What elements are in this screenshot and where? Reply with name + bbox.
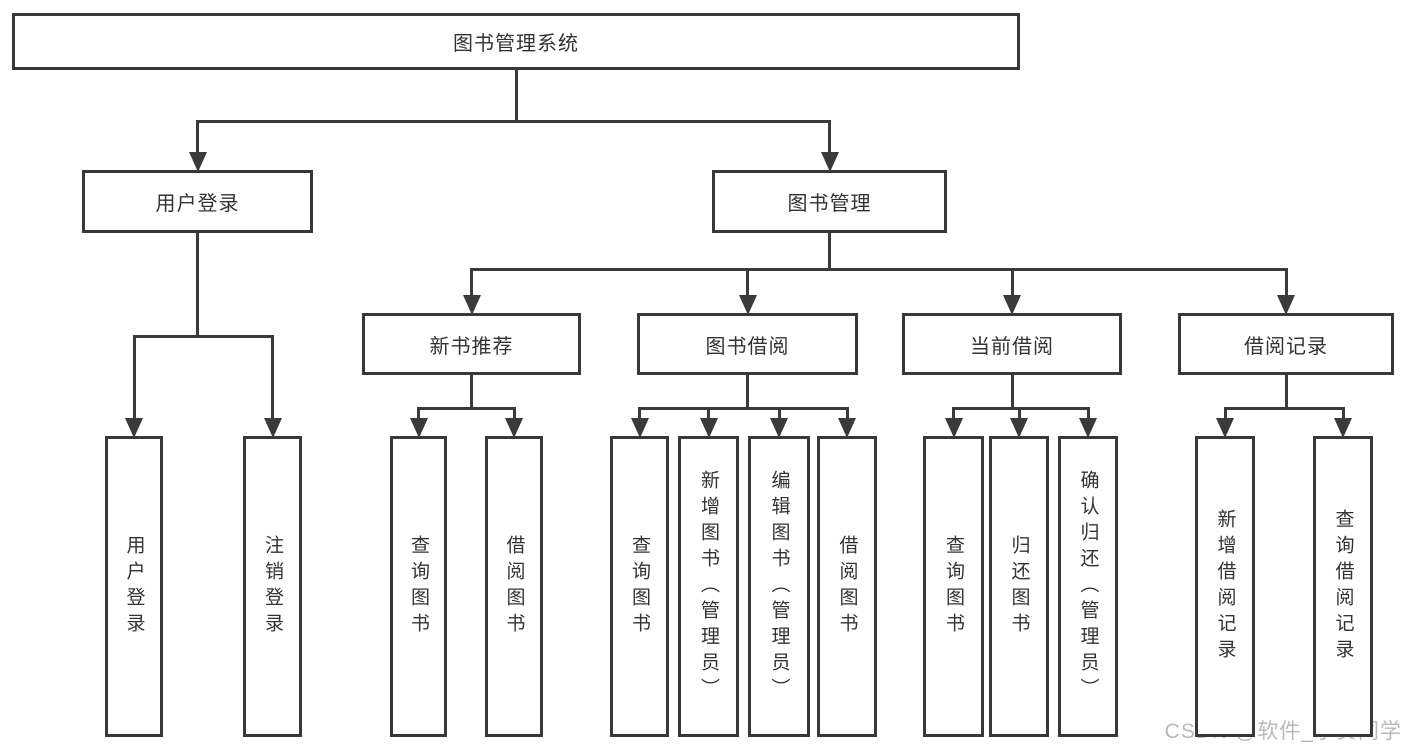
arrowhead-icon-leaf-add-borrow-rec: [1216, 418, 1234, 438]
arrowhead-icon-borrowing-records: [1277, 295, 1295, 315]
connector-drop-borrowing-records: [1284, 268, 1288, 295]
arrowhead-icon-leaf-confirm-return: [1079, 418, 1097, 438]
arrowhead-icon-leaf-logout: [263, 418, 282, 438]
node-label: 借阅图书: [836, 534, 858, 639]
node-label: 查询图书: [408, 534, 429, 639]
arrowhead-icon-book-management: [820, 152, 839, 172]
node-label: 图书借阅: [705, 335, 790, 358]
connector-drop-current-borrowing: [1010, 268, 1014, 295]
node-label: 新增图书（管理员）: [698, 469, 719, 704]
connector-drop-leaf-borrow-books-2: [845, 407, 849, 418]
connector-drop-book-management: [828, 120, 831, 152]
connector-drop-leaf-return-books: [1017, 407, 1021, 418]
node-leaf-query-books-1: 查询图书: [390, 436, 447, 737]
node-new-book-recommend: 新书推荐: [362, 313, 581, 375]
connector-drop-leaf-query-books-3: [952, 407, 955, 418]
node-leaf-query-books-2: 查询图书: [610, 436, 669, 737]
node-leaf-query-books-3: 查询图书: [923, 436, 984, 737]
connector-stub-new-book-recommend: [470, 375, 473, 410]
node-book-management: 图书管理: [712, 170, 947, 233]
connector-drop-new-book-recommend: [470, 268, 473, 295]
node-label: 用户登录: [155, 193, 240, 215]
node-leaf-edit-books: 编辑图书（管理员）: [748, 436, 810, 737]
node-label: 查询图书: [629, 534, 650, 639]
node-label: 编辑图书（管理员）: [768, 469, 790, 704]
connector-stub-root: [514, 70, 518, 123]
node-label: 确认归还（管理员）: [1077, 469, 1099, 704]
node-leaf-query-borrow-rec: 查询借阅记录: [1313, 436, 1373, 737]
arrowhead-icon-leaf-user-login: [125, 418, 143, 438]
arrowhead-icon-leaf-query-books-1: [409, 418, 428, 438]
arrowhead-icon-book-borrowing: [738, 295, 757, 315]
node-book-borrowing: 图书借阅: [637, 313, 858, 375]
connector-drop-leaf-add-borrow-rec: [1223, 407, 1227, 418]
connector-drop-user-login: [196, 120, 199, 152]
connector-drop-leaf-borrow-books-1: [512, 407, 516, 418]
node-label: 借阅图书: [503, 534, 525, 639]
node-leaf-borrow-books-1: 借阅图书: [485, 436, 543, 737]
connector-branch-user-login: [132, 335, 274, 338]
connector-drop-leaf-logout: [271, 335, 274, 418]
connector-branch-borrowing-records: [1223, 407, 1345, 410]
connector-stub-book-management: [828, 233, 831, 271]
connector-stub-borrowing-records: [1284, 375, 1288, 410]
connector-stub-book-borrowing: [746, 375, 749, 410]
arrowhead-icon-new-book-recommend: [462, 295, 481, 315]
connector-drop-leaf-confirm-return: [1086, 407, 1090, 418]
node-current-borrowing: 当前借阅: [902, 313, 1122, 375]
node-leaf-user-login: 用户登录: [105, 436, 163, 737]
connector-drop-leaf-edit-books: [777, 407, 781, 418]
arrowhead-icon-leaf-return-books: [1010, 418, 1028, 438]
node-borrowing-records: 借阅记录: [1178, 313, 1394, 375]
node-label: 图书管理: [787, 193, 872, 215]
node-leaf-borrow-books-2: 借阅图书: [817, 436, 877, 737]
arrowhead-icon-leaf-query-books-3: [944, 418, 963, 438]
connector-drop-leaf-user-login: [132, 335, 136, 418]
connector-branch-root: [196, 120, 831, 123]
node-label: 新书推荐: [429, 335, 514, 358]
arrowhead-icon-leaf-borrow-books-2: [838, 418, 856, 438]
arrowhead-icon-leaf-query-borrow-rec: [1334, 418, 1352, 438]
node-label: 注销登录: [262, 534, 283, 639]
connector-stub-current-borrowing: [1010, 375, 1014, 410]
connector-branch-book-borrowing: [638, 407, 849, 410]
node-label: 查询图书: [943, 534, 964, 639]
arrowhead-icon-leaf-add-books: [699, 418, 718, 438]
node-leaf-add-borrow-rec: 新增借阅记录: [1195, 436, 1255, 737]
arrowhead-icon-current-borrowing: [1003, 295, 1021, 315]
connector-drop-leaf-add-books: [707, 407, 710, 418]
arrowhead-icon-leaf-borrow-books-1: [505, 418, 523, 438]
node-root: 图书管理系统: [12, 13, 1020, 70]
connector-stub-user-login: [196, 233, 199, 338]
connector-branch-new-book-recommend: [417, 407, 516, 410]
node-leaf-add-books: 新增图书（管理员）: [678, 436, 739, 737]
connector-branch-book-management: [470, 268, 1288, 271]
node-label: 当前借阅: [970, 335, 1054, 358]
node-label: 图书管理系统: [453, 33, 579, 55]
connector-drop-leaf-query-books-1: [417, 407, 420, 418]
node-label: 借阅记录: [1244, 335, 1328, 358]
arrowhead-icon-user-login: [188, 152, 207, 172]
node-leaf-return-books: 归还图书: [989, 436, 1049, 737]
node-leaf-confirm-return: 确认归还（管理员）: [1058, 436, 1118, 737]
node-label: 查询借阅记录: [1332, 508, 1354, 665]
arrowhead-icon-leaf-query-books-2: [630, 418, 649, 438]
connector-drop-leaf-query-borrow-rec: [1341, 407, 1345, 418]
node-user-login: 用户登录: [82, 170, 313, 233]
node-label: 归还图书: [1008, 534, 1030, 639]
node-label: 新增借阅记录: [1214, 508, 1236, 665]
arrowhead-icon-leaf-edit-books: [770, 418, 788, 438]
connector-drop-leaf-query-books-2: [638, 407, 641, 418]
node-leaf-logout: 注销登录: [243, 436, 302, 737]
node-label: 用户登录: [123, 534, 145, 639]
connector-drop-book-borrowing: [746, 268, 749, 295]
connector-branch-current-borrowing: [952, 407, 1090, 410]
